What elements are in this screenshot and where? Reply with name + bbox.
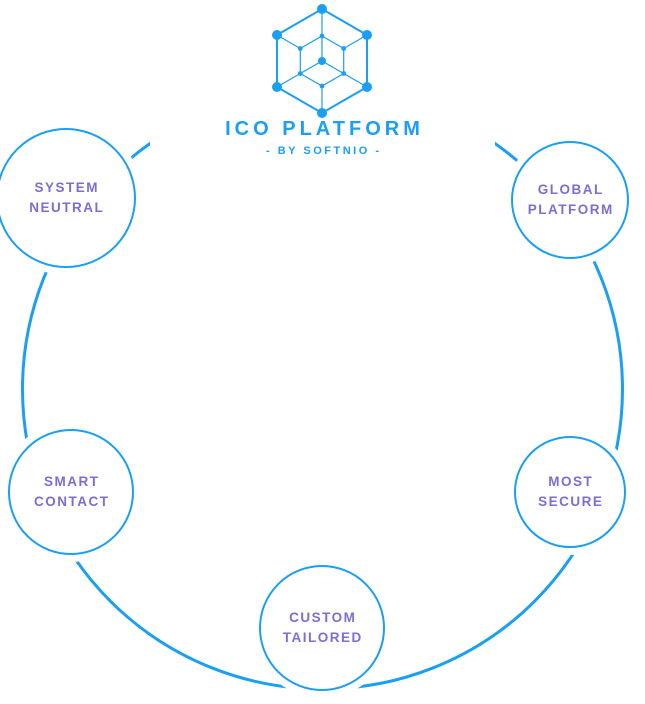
- hexagon-network-icon: [272, 4, 372, 118]
- feature-label-line: SYSTEM: [34, 180, 99, 196]
- feature-label-line: PLATFORM: [527, 202, 614, 217]
- feature-label-line: CUSTOM: [289, 610, 357, 626]
- feature-label-line: SECURE: [538, 494, 604, 509]
- logo: ICO PLATFORM - BY SOFTNIO -: [0, 118, 645, 157]
- feature-node-most-secure: MOST SECURE: [514, 436, 626, 548]
- feature-node-global-platform: GLOBAL PLATFORM: [511, 141, 629, 259]
- feature-label-line: TAILORED: [282, 630, 363, 645]
- feature-label-line: CONTACT: [34, 494, 110, 509]
- feature-node-custom-tailored: CUSTOM TAILORED: [259, 565, 385, 691]
- logo-subtitle: - BY SOFTNIO -: [266, 145, 382, 157]
- feature-label-line: SMART: [44, 474, 100, 490]
- feature-label-line: NEUTRAL: [29, 200, 105, 215]
- logo-title: ICO PLATFORM: [225, 118, 424, 140]
- feature-label-line: MOST: [548, 474, 594, 490]
- feature-node-system-neutral: SYSTEM NEUTRAL: [0, 128, 136, 268]
- feature-label-line: GLOBAL: [537, 182, 604, 198]
- feature-node-smart-contact: SMART CONTACT: [8, 429, 134, 555]
